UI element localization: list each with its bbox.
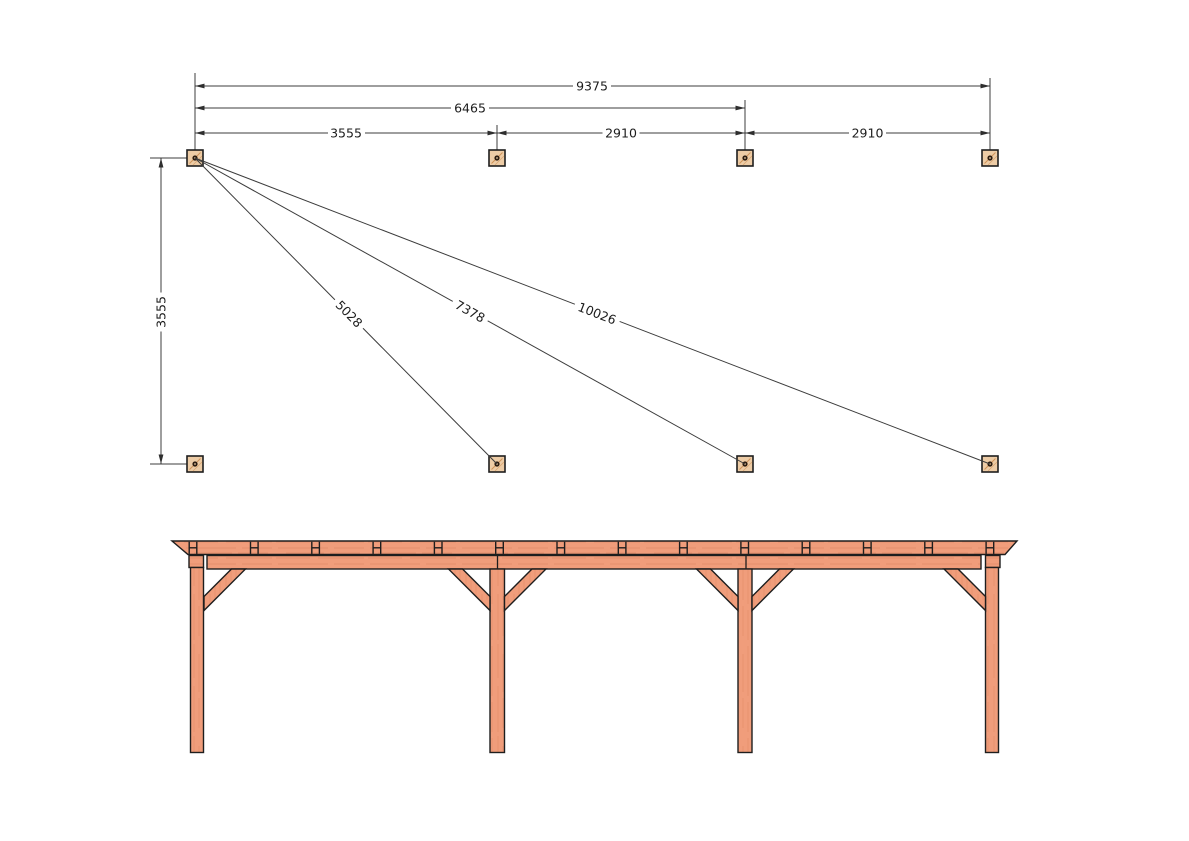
arrowhead xyxy=(497,130,507,136)
dim-label-bg xyxy=(153,292,169,332)
diag-label-7378-group: 7378 xyxy=(448,295,492,328)
dim-label-bg xyxy=(328,125,365,141)
diagonal-dimensions: 5028 7378 10026 xyxy=(194,157,991,465)
arrowhead xyxy=(195,105,205,111)
foundation-pad-top-3 xyxy=(736,149,754,167)
dim-label-bg xyxy=(571,297,623,330)
brace-post1-right xyxy=(203,568,248,613)
dim-label-bg xyxy=(573,78,611,94)
elevation-view xyxy=(170,540,1019,754)
post-4 xyxy=(984,566,1000,754)
arrowhead xyxy=(158,158,164,168)
dim-label-depth-group: 3555 xyxy=(153,292,169,332)
brace-post3-left xyxy=(694,568,739,613)
arrowhead xyxy=(745,130,755,136)
dimension-depth: 3555 xyxy=(153,158,169,464)
arrowhead xyxy=(980,83,990,89)
post-3 xyxy=(737,568,753,754)
arrowhead xyxy=(487,130,497,136)
brace-post3-right xyxy=(751,568,796,613)
dim-label-total: 9375 xyxy=(576,79,608,94)
foundation-pad-top-2 xyxy=(488,149,506,167)
dim-label-bg xyxy=(329,294,369,334)
brace-post2-left xyxy=(446,568,491,613)
dim-label-bay1: 3555 xyxy=(330,126,362,141)
plan-view: 9375 6465 3555 2910 2910 xyxy=(150,73,999,473)
arrowhead xyxy=(980,130,990,136)
dim-label-bg xyxy=(448,295,492,328)
main-beam xyxy=(206,554,982,570)
dim-label-bay3: 2910 xyxy=(852,126,884,141)
dim-label-6465: 6465 xyxy=(454,101,486,116)
arrowhead xyxy=(735,130,745,136)
side-beam-end-right xyxy=(984,554,1001,569)
post-2 xyxy=(489,568,506,754)
dim-label-bg xyxy=(602,125,640,141)
brace-post4-left xyxy=(942,568,987,613)
arrowhead xyxy=(195,83,205,89)
dimension-row-6465: 6465 xyxy=(195,100,745,116)
diag-label-10026: 10026 xyxy=(576,299,619,327)
diag-label-7378: 7378 xyxy=(453,297,488,326)
dim-label-bay2: 2910 xyxy=(605,126,637,141)
arrowhead xyxy=(158,454,164,464)
foundation-pad-top-4 xyxy=(981,149,999,167)
arrowhead xyxy=(195,130,205,136)
brace-post2-right xyxy=(503,568,548,613)
dim-label-bg xyxy=(849,125,886,141)
dimension-row-bays: 3555 2910 2910 xyxy=(195,125,990,141)
arrowhead xyxy=(735,105,745,111)
dim-label-bg xyxy=(451,100,489,116)
dimension-row-total: 9375 xyxy=(195,78,990,94)
fascia-strip xyxy=(170,540,1019,556)
post-1 xyxy=(189,566,205,754)
diag-label-10026-group: 10026 xyxy=(571,297,623,330)
foundation-pad-bottom-1 xyxy=(186,455,204,473)
dim-label-depth: 3555 xyxy=(153,296,168,328)
diag-label-5028-group: 5028 xyxy=(329,294,369,334)
side-beam-end-left xyxy=(188,554,205,569)
